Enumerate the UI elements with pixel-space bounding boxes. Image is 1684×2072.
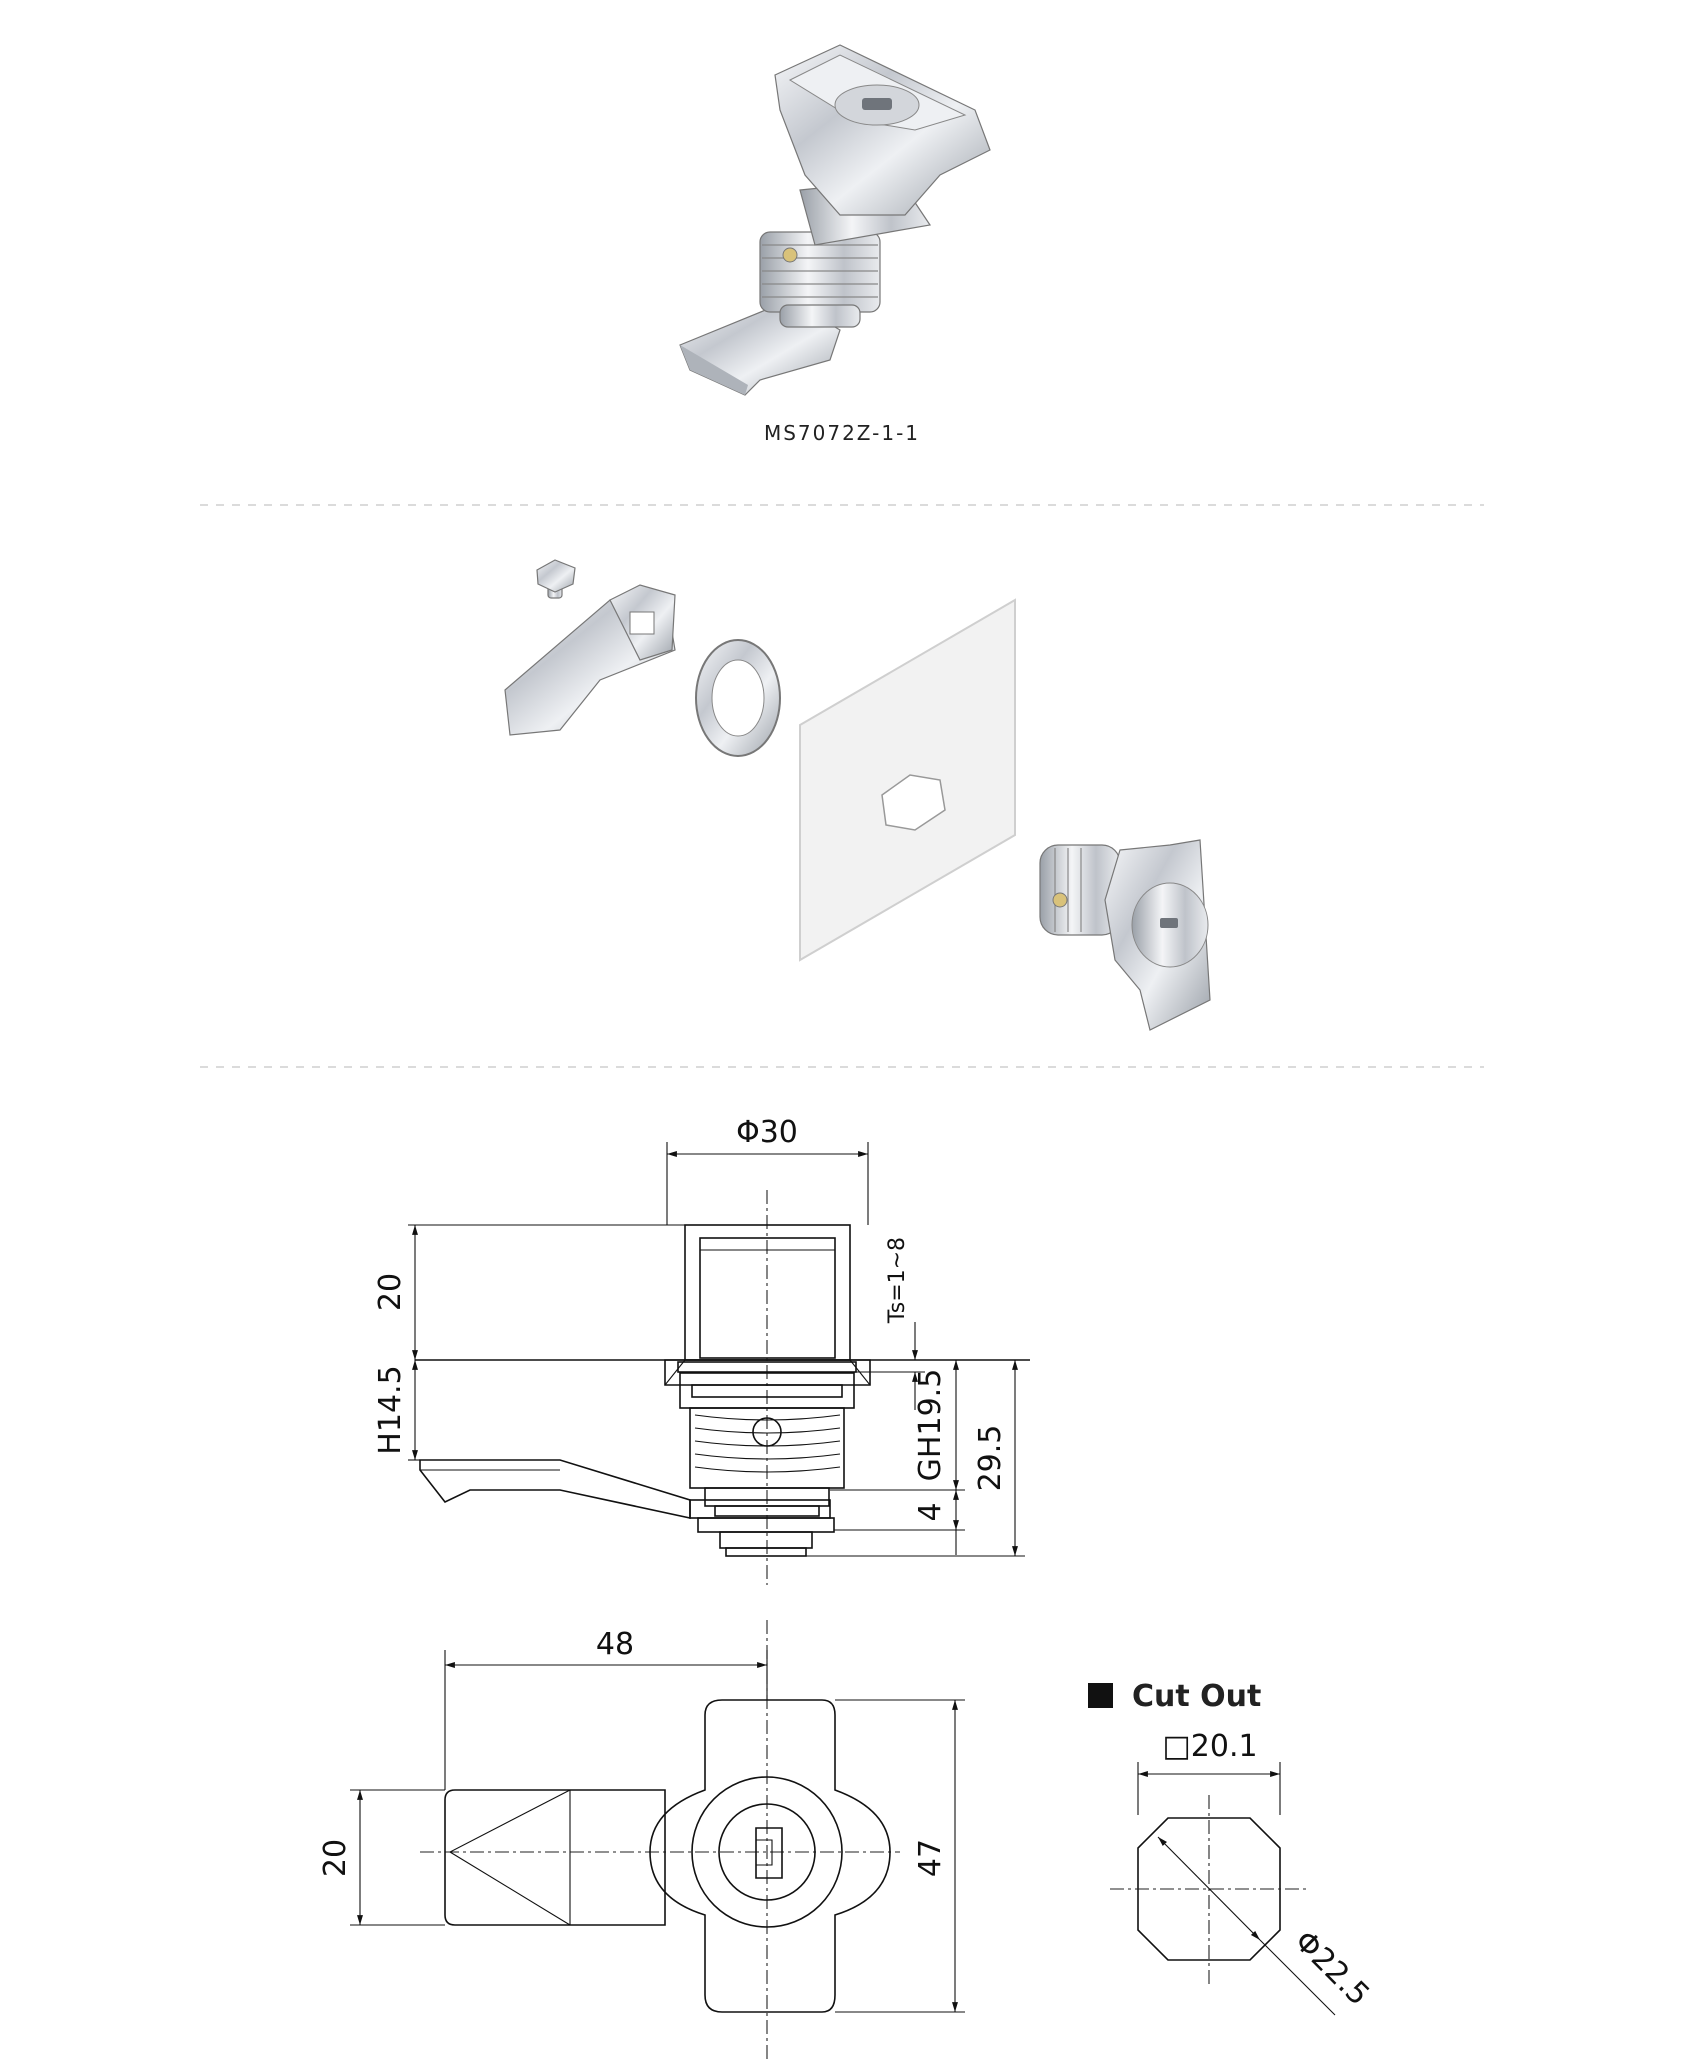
cam-part xyxy=(504,584,676,736)
dim-total: 29.5 xyxy=(973,1425,1008,1492)
nut-part xyxy=(695,639,781,757)
dim-ts: Ts=1~8 xyxy=(885,1237,910,1324)
assembly-image xyxy=(504,559,1211,1031)
dim-cam-thickness: 4 xyxy=(913,1502,948,1521)
dim-diameter: Φ30 xyxy=(736,1115,798,1150)
cut-out-drawing: Cut Out □20.1 Φ22.5 xyxy=(1088,1679,1376,2016)
dim-square: □20.1 xyxy=(1162,1729,1257,1764)
cut-out-title: Cut Out xyxy=(1132,1679,1261,1714)
dim-height-top: 20 xyxy=(373,1273,408,1311)
dim-cut-diameter: Φ22.5 xyxy=(1287,1924,1376,2013)
dim-gh: GH19.5 xyxy=(913,1369,948,1482)
dim-h: H14.5 xyxy=(373,1365,408,1454)
dim-length: 48 xyxy=(596,1627,634,1662)
lock-part xyxy=(1039,839,1211,1031)
dim-height: 47 xyxy=(913,1839,948,1877)
top-view-drawing: 48 20 47 xyxy=(318,1620,965,2060)
product-image: MS7072Z-1-1 xyxy=(679,44,991,445)
screw-part xyxy=(536,559,576,599)
front-view-drawing: Φ30 20 H14.5 Ts=1~8 GH19.5 4 29.5 xyxy=(373,1115,1030,1585)
dim-cam-width: 20 xyxy=(318,1839,353,1877)
cut-out-bullet xyxy=(1088,1683,1113,1708)
model-caption: MS7072Z-1-1 xyxy=(764,421,920,445)
